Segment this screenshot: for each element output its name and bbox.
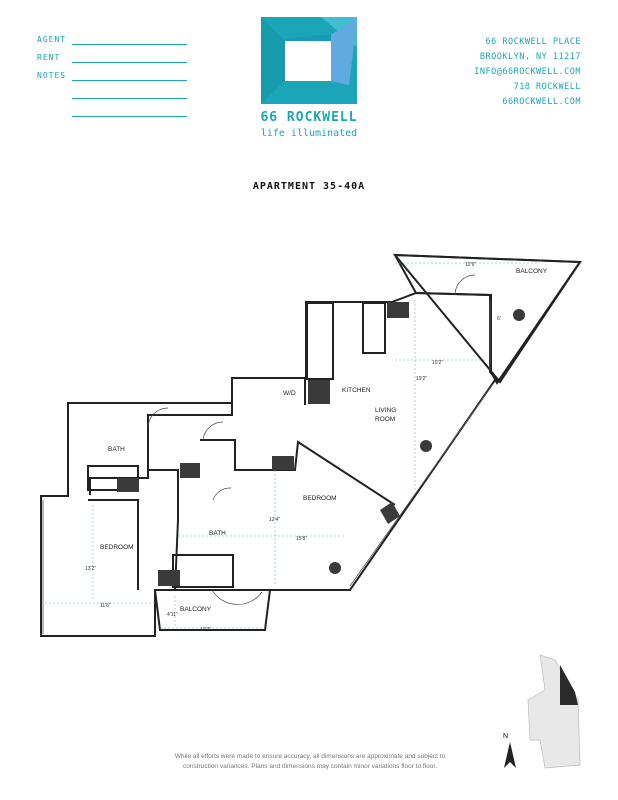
rent-label: RENT <box>37 53 61 62</box>
balcony-bottom-outline <box>153 589 272 631</box>
dim-living-h: 19'2" <box>416 376 427 382</box>
label-kitchen: KITCHEN <box>342 387 371 394</box>
rent-line <box>72 62 187 63</box>
notes-row: NOTES <box>37 71 187 89</box>
address-line1: 66 ROCKWELL PLACE <box>485 37 581 47</box>
column-round-bedroom <box>329 562 341 574</box>
dim-bedroom-left-h: 13'2" <box>85 566 96 572</box>
notes-line-2 <box>72 98 187 99</box>
dim-bedroom-left-w: 11'6" <box>100 603 111 609</box>
window-diagonal <box>349 383 494 587</box>
brand-tagline: life illuminated <box>260 128 358 139</box>
key-plan-unit-highlight <box>560 665 578 705</box>
dim-balcony-top-w: 12'9" <box>465 262 476 268</box>
dim-living-w: 10'2" <box>432 360 443 366</box>
balcony-top-outline <box>393 253 582 385</box>
rent-row: RENT <box>37 53 187 71</box>
door-bath-center <box>212 487 232 501</box>
label-bedroom-left: BEDROOM <box>100 544 134 551</box>
column-round-living <box>420 440 432 452</box>
column-bath <box>180 463 200 478</box>
disclaimer-line1: While all efforts were made to ensure ac… <box>174 753 446 760</box>
column-round-balcony <box>513 309 525 321</box>
column-diagonal <box>380 502 400 524</box>
logo-facet-side <box>331 17 357 85</box>
brand-logo <box>261 17 357 104</box>
dim-bedroom-center-w: 15'8" <box>296 536 307 542</box>
contact-phone: 718 ROCKWELL <box>513 82 581 92</box>
agent-line <box>72 44 187 45</box>
column-bedroom <box>272 456 294 470</box>
door-bedroom-center <box>202 421 224 441</box>
label-bath-center: BATH <box>209 530 226 537</box>
plan-walls <box>40 253 582 637</box>
columns <box>117 302 525 586</box>
notes-line <box>72 80 187 81</box>
disclaimer: While all efforts were made to ensure ac… <box>130 752 490 772</box>
dim-balcony-bottom-h: 4'11" <box>167 612 178 618</box>
door-bath-left <box>147 407 169 429</box>
plan-windows <box>42 300 494 634</box>
label-bedroom-center: BEDROOM <box>303 495 337 502</box>
door-balcony-top <box>454 274 476 296</box>
address-line2: BROOKLYN, NY 11217 <box>479 52 581 62</box>
apartment-title: APARTMENT 35-40A <box>252 181 366 192</box>
bedroom-center-wall <box>200 439 396 506</box>
dim-balcony-top-h: 6' <box>497 316 501 322</box>
agent-form: AGENT RENT NOTES <box>37 35 187 125</box>
logo-facet-left <box>261 17 285 104</box>
agent-row: AGENT <box>37 35 187 53</box>
column-kitchen <box>308 380 330 404</box>
dim-balcony-bottom-w: 10'3" <box>200 627 211 633</box>
compass-label: N <box>503 733 508 740</box>
closet-wall <box>232 377 306 405</box>
disclaimer-line2: construction variances. Plans and dimens… <box>183 763 437 770</box>
label-living-1: LIVING <box>375 407 396 414</box>
label-balcony-bottom: BALCONY <box>180 606 212 613</box>
agent-label: AGENT <box>37 35 67 44</box>
key-plan <box>527 654 581 769</box>
bathtub-center <box>172 554 234 588</box>
dim-bedroom-center-h: 12'4" <box>269 517 280 523</box>
door-swings <box>147 274 476 605</box>
contact-website: 66ROCKWELL.COM <box>502 97 581 107</box>
contact-email: INFO@66ROCKWELL.COM <box>474 67 581 77</box>
notes-line-3 <box>72 116 187 117</box>
kitchen-counter <box>306 302 334 380</box>
north-compass: N <box>503 733 516 768</box>
north-arrow-icon <box>504 742 516 768</box>
notes-label: NOTES <box>37 71 67 80</box>
kitchen-island <box>362 302 386 354</box>
dimension-lines <box>45 262 540 629</box>
brand-name: 66 ROCKWELL <box>260 110 358 125</box>
notes-line-3-row <box>37 107 187 125</box>
key-plan-building <box>527 654 581 769</box>
column-bottom <box>158 570 180 586</box>
bedroom-left-wall <box>88 499 139 590</box>
contact-block: 66 ROCKWELL PLACE BROOKLYN, NY 11217 INF… <box>411 35 581 110</box>
door-balcony-bottom <box>211 589 263 605</box>
label-living-2: ROOM <box>375 416 395 423</box>
label-bath-left: BATH <box>108 446 125 453</box>
notes-line-2-row <box>37 89 187 107</box>
logo-window <box>285 41 331 81</box>
bath-left-wall <box>89 403 233 495</box>
label-wd: W/D <box>283 390 296 397</box>
column-top <box>387 302 409 318</box>
label-balcony-top: BALCONY <box>516 268 548 275</box>
column-left <box>117 478 139 492</box>
